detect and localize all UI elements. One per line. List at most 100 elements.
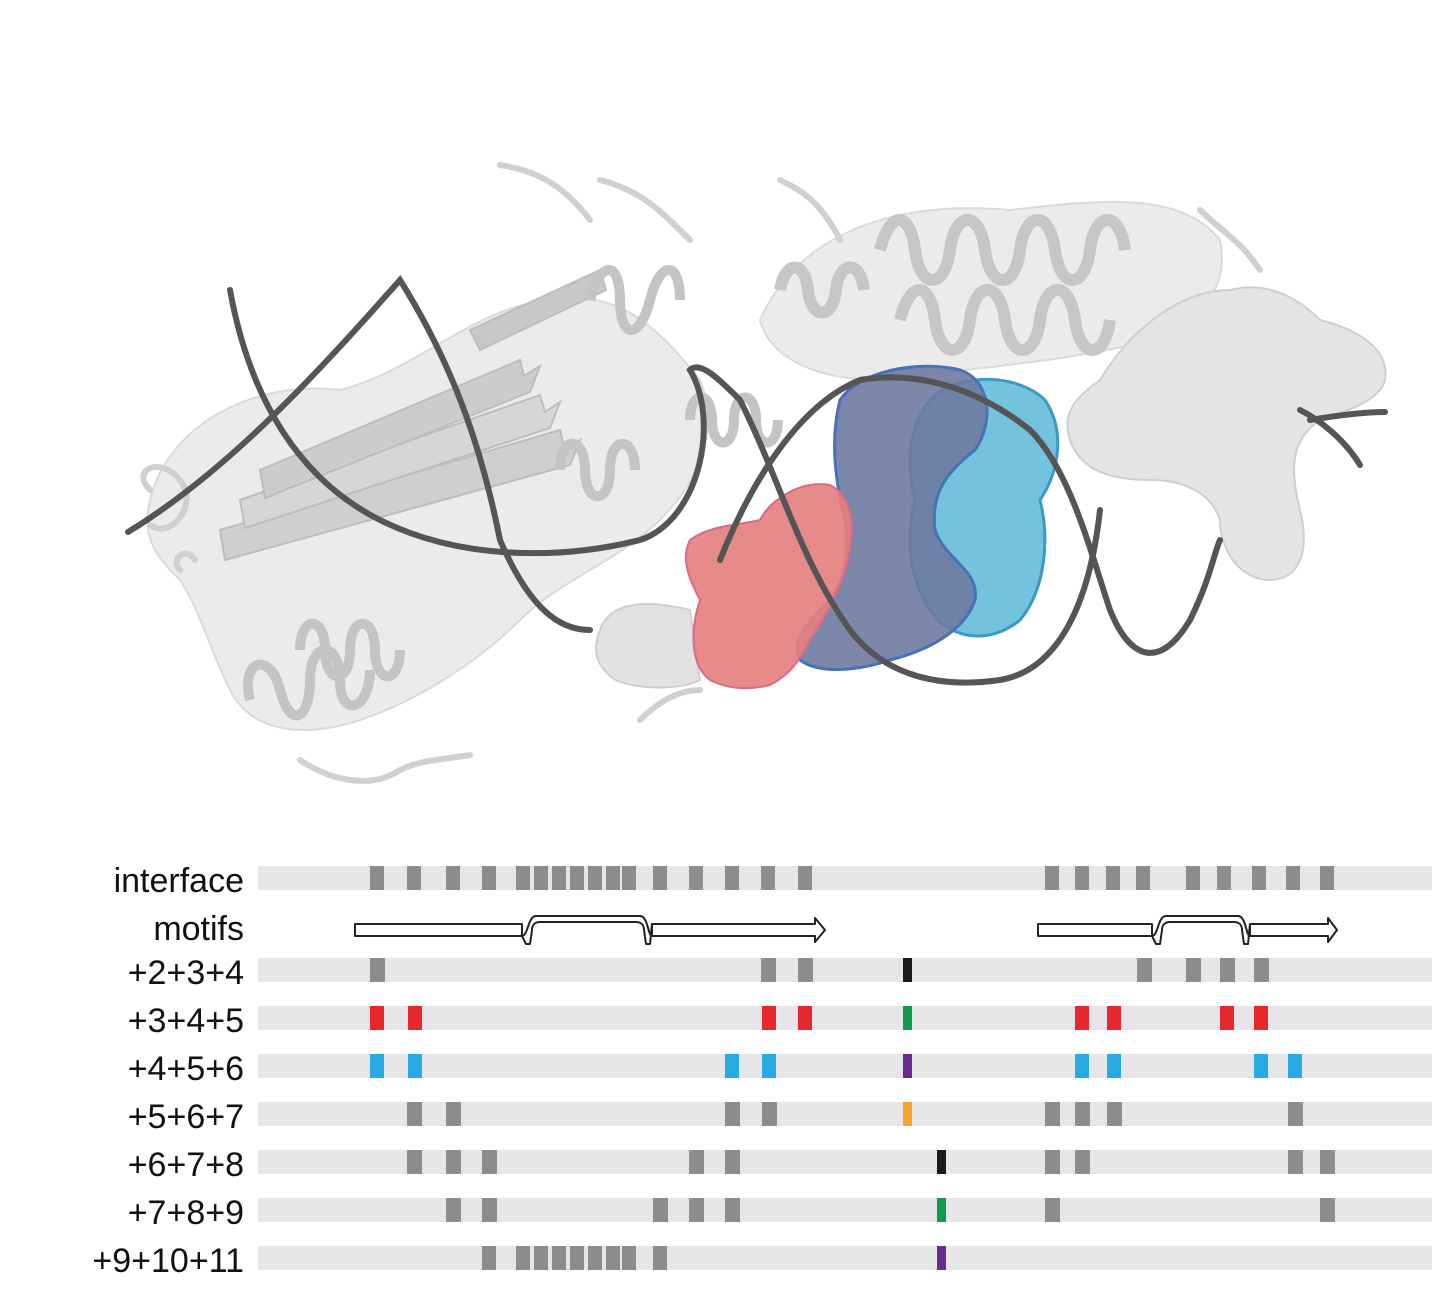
- track-mark-red: [798, 1006, 812, 1030]
- track-mark-gray: [534, 866, 548, 890]
- track-label: +5+6+7: [127, 1098, 244, 1136]
- track-mark-gray: [1217, 866, 1231, 890]
- track-mark-gray: [570, 1246, 584, 1270]
- track-mark-gray: [406, 1150, 422, 1174]
- track-mark-gray: [516, 1246, 530, 1270]
- track-mark-gray: [516, 866, 530, 890]
- track-mark-gray: [482, 1246, 496, 1270]
- track-mark-green: [936, 1198, 946, 1222]
- track-mark-gray: [622, 866, 636, 890]
- track-mark-gray: [588, 866, 602, 890]
- track-mark-gray: [725, 866, 739, 890]
- track-mark-gray: [1044, 1150, 1060, 1174]
- track-mark-gray: [1219, 958, 1235, 982]
- motif-arrow-segment: [651, 917, 826, 943]
- track-label: +6+7+8: [127, 1146, 244, 1184]
- track-mark-gray: [1074, 1102, 1090, 1126]
- track-mark-gray: [652, 1198, 668, 1222]
- track-mark-gray: [1044, 1198, 1060, 1222]
- track-mark-gray: [797, 958, 813, 982]
- track-mark-gray: [482, 866, 496, 890]
- track-mark-blue: [1254, 1054, 1268, 1078]
- track-background: [258, 1246, 1432, 1270]
- track-mark-gray: [1252, 866, 1266, 890]
- track-mark-orange: [902, 1102, 912, 1126]
- track-mark-gray: [606, 1246, 620, 1270]
- track-mark-gray: [406, 1102, 422, 1126]
- motif-arrow-segment: [521, 915, 653, 945]
- track-mark-gray: [688, 1150, 704, 1174]
- track-mark-gray: [653, 1246, 667, 1270]
- track-mark-red: [408, 1006, 422, 1030]
- track-mark-red: [1107, 1006, 1121, 1030]
- track-label: +7+8+9: [127, 1194, 244, 1232]
- track-label: +9+10+11: [92, 1242, 244, 1280]
- track-mark-gray: [761, 1102, 777, 1126]
- track-mark-red: [1075, 1006, 1089, 1030]
- motif-arrow-segment: [354, 923, 523, 937]
- track-label: interface: [113, 862, 244, 900]
- track-mark-gray: [570, 866, 584, 890]
- track-mark-red: [1220, 1006, 1234, 1030]
- track-mark-gray: [1044, 1102, 1060, 1126]
- track-mark-gray: [1319, 1198, 1335, 1222]
- protein-dna-structure: [125, 162, 1388, 784]
- track-mark-gray: [1287, 1150, 1303, 1174]
- track-mark-gray: [446, 866, 460, 890]
- track-label: +4+5+6: [127, 1050, 244, 1088]
- track-mark-gray: [445, 1102, 461, 1126]
- track-label: +3+4+5: [127, 1002, 244, 1040]
- track-mark-gray: [552, 1246, 566, 1270]
- track-mark-gray: [1319, 1150, 1335, 1174]
- track-mark-purple: [902, 1054, 912, 1078]
- track-mark-gray: [760, 958, 776, 982]
- track-mark-gray: [798, 866, 812, 890]
- track-mark-gray: [552, 866, 566, 890]
- track-mark-gray: [1106, 866, 1120, 890]
- track-mark-gray: [407, 866, 421, 890]
- track-mark-gray: [761, 866, 775, 890]
- track-mark-gray: [1074, 1150, 1090, 1174]
- track-background: [258, 1054, 1432, 1078]
- track-mark-gray: [1320, 866, 1334, 890]
- track-mark-gray: [445, 1150, 461, 1174]
- track-mark-blue: [1107, 1054, 1121, 1078]
- motif-arrow-segment: [1037, 923, 1153, 937]
- track-mark-red: [1254, 1006, 1268, 1030]
- track-mark-gray: [481, 1198, 497, 1222]
- motif-arrow-segment: [1249, 917, 1338, 943]
- track-mark-blue: [408, 1054, 422, 1078]
- track-mark-gray: [1045, 866, 1059, 890]
- track-mark-gray: [622, 1246, 636, 1270]
- surface-grey-left: [594, 603, 702, 689]
- track-mark-blue: [725, 1054, 739, 1078]
- track-mark-gray: [481, 1150, 497, 1174]
- track-mark-gray: [606, 866, 620, 890]
- track-mark-blue: [370, 1054, 384, 1078]
- track-mark-gray: [588, 1246, 602, 1270]
- track-label: motifs: [153, 910, 244, 948]
- surface-grey-right: [1066, 286, 1387, 582]
- track-mark-gray: [724, 1198, 740, 1222]
- track-mark-blue: [1075, 1054, 1089, 1078]
- track-mark-gray: [1185, 958, 1201, 982]
- track-mark-black: [902, 958, 912, 982]
- track-mark-gray: [689, 866, 703, 890]
- track-mark-gray: [1287, 1102, 1303, 1126]
- protein-cartoon: [140, 162, 1263, 784]
- track-mark-red: [762, 1006, 776, 1030]
- motif-arrows: [354, 915, 1338, 945]
- track-mark-green: [902, 1006, 912, 1030]
- track-mark-gray: [1136, 958, 1152, 982]
- track-mark-blue: [1288, 1054, 1302, 1078]
- track-mark-blue: [762, 1054, 776, 1078]
- track-label: +2+3+4: [127, 954, 244, 992]
- track-mark-gray: [724, 1102, 740, 1126]
- track-background: [258, 1150, 1432, 1174]
- track-mark-gray: [1253, 958, 1269, 982]
- track-mark-gray: [445, 1198, 461, 1222]
- track-mark-gray: [1106, 1102, 1122, 1126]
- motif-arrow-segment: [1151, 915, 1251, 945]
- track-background: [258, 958, 1432, 982]
